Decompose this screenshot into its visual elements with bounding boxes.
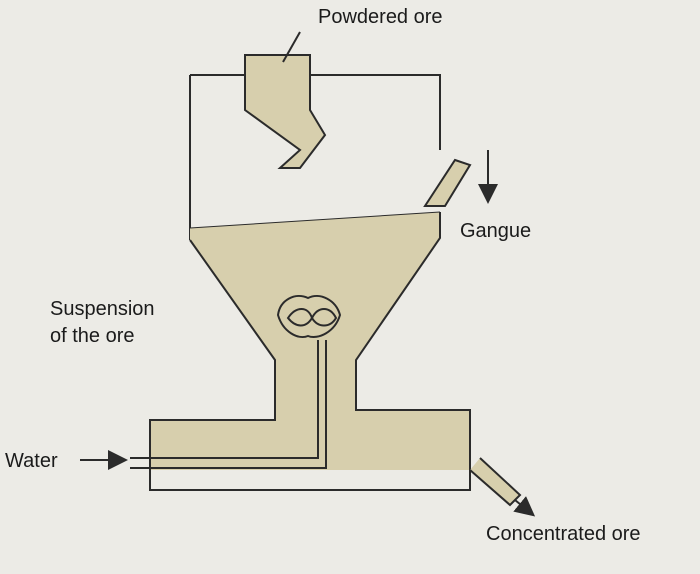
concentrated-ore-arrow <box>513 496 536 517</box>
powdered-ore-label: Powdered ore <box>318 6 443 28</box>
concentrated-ore-label: Concentrated ore <box>486 523 641 545</box>
tank-outline <box>149 212 471 491</box>
gangue-label: Gangue <box>460 220 532 242</box>
liquid-surface <box>189 211 441 229</box>
froth-bubbles <box>276 295 342 338</box>
suspension-label-line1: Suspension <box>50 298 155 320</box>
water-pipe <box>130 340 327 469</box>
water-label: Water <box>5 450 58 472</box>
gangue-spout <box>423 158 472 207</box>
ore-hopper <box>244 54 327 169</box>
powdered-ore-pointer <box>282 31 301 63</box>
suspension-label-line2: of the ore <box>50 325 135 347</box>
tank-wall-upper <box>189 74 441 240</box>
suspension-label: Suspension of the ore <box>50 296 155 350</box>
outlet-pipe <box>469 457 522 507</box>
suspension-fill <box>150 212 470 470</box>
